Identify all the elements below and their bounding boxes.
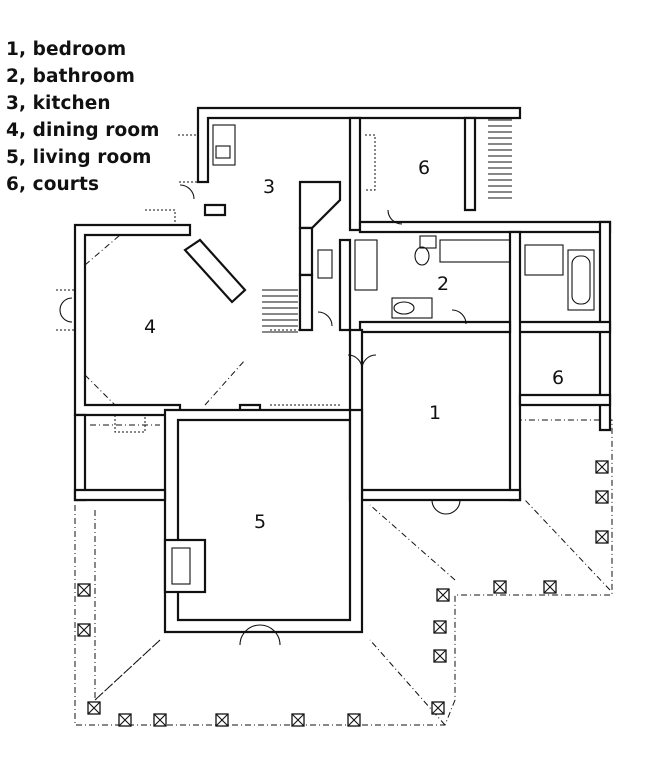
- porch-column: [543, 580, 557, 594]
- room-legend: 1, bedroom 2, bathroom 3, kitchen 4, din…: [6, 36, 160, 198]
- legend-number: 3: [6, 93, 19, 114]
- room-label: 5: [254, 511, 266, 533]
- room-label: 6: [418, 157, 430, 179]
- legend-number: 6: [6, 174, 19, 195]
- porch-column: [87, 701, 101, 715]
- legend-item: 3, kitchen: [6, 93, 111, 114]
- porch-columns: [77, 460, 609, 727]
- porch-column: [347, 713, 361, 727]
- legend-item: 5, living room: [6, 147, 152, 168]
- porch-column: [118, 713, 132, 727]
- porch-column: [433, 649, 447, 663]
- legend-label: bedroom: [32, 39, 127, 60]
- fixtures: [56, 119, 595, 646]
- legend-label: living room: [32, 147, 152, 168]
- porch-column: [77, 583, 91, 597]
- legend-item: 1, bedroom: [6, 39, 127, 60]
- porch-column: [595, 460, 609, 474]
- legend-item: 6, courts: [6, 174, 100, 195]
- legend-number: 2: [6, 66, 19, 87]
- porch-column: [77, 623, 91, 637]
- legend-label: bathroom: [32, 66, 136, 87]
- porch-column: [291, 713, 305, 727]
- porch-column: [436, 588, 450, 602]
- room-label: 6: [552, 367, 564, 389]
- porch-column: [431, 701, 445, 715]
- room-label: 4: [144, 316, 156, 338]
- room-labels: 6 3 4 2 6 1 5: [144, 157, 564, 533]
- room-label: 3: [263, 176, 275, 198]
- legend-label: courts: [32, 174, 100, 195]
- room-label: 1: [429, 402, 441, 424]
- legend-label: dining room: [32, 120, 160, 141]
- legend-number: 4: [6, 120, 19, 141]
- porch-column: [215, 713, 229, 727]
- porch-column: [493, 580, 507, 594]
- legend-label: kitchen: [32, 93, 111, 114]
- legend-item: 4, dining room: [6, 120, 160, 141]
- porch-column: [153, 713, 167, 727]
- room-label: 2: [437, 273, 449, 295]
- porch-column: [595, 490, 609, 504]
- legend-number: 5: [6, 147, 19, 168]
- porch-column: [433, 620, 447, 634]
- walls: [73, 106, 612, 634]
- legend-number: 1: [6, 39, 19, 60]
- legend-item: 2, bathroom: [6, 66, 136, 87]
- porch-column: [595, 530, 609, 544]
- porch-outlines: [74, 419, 613, 726]
